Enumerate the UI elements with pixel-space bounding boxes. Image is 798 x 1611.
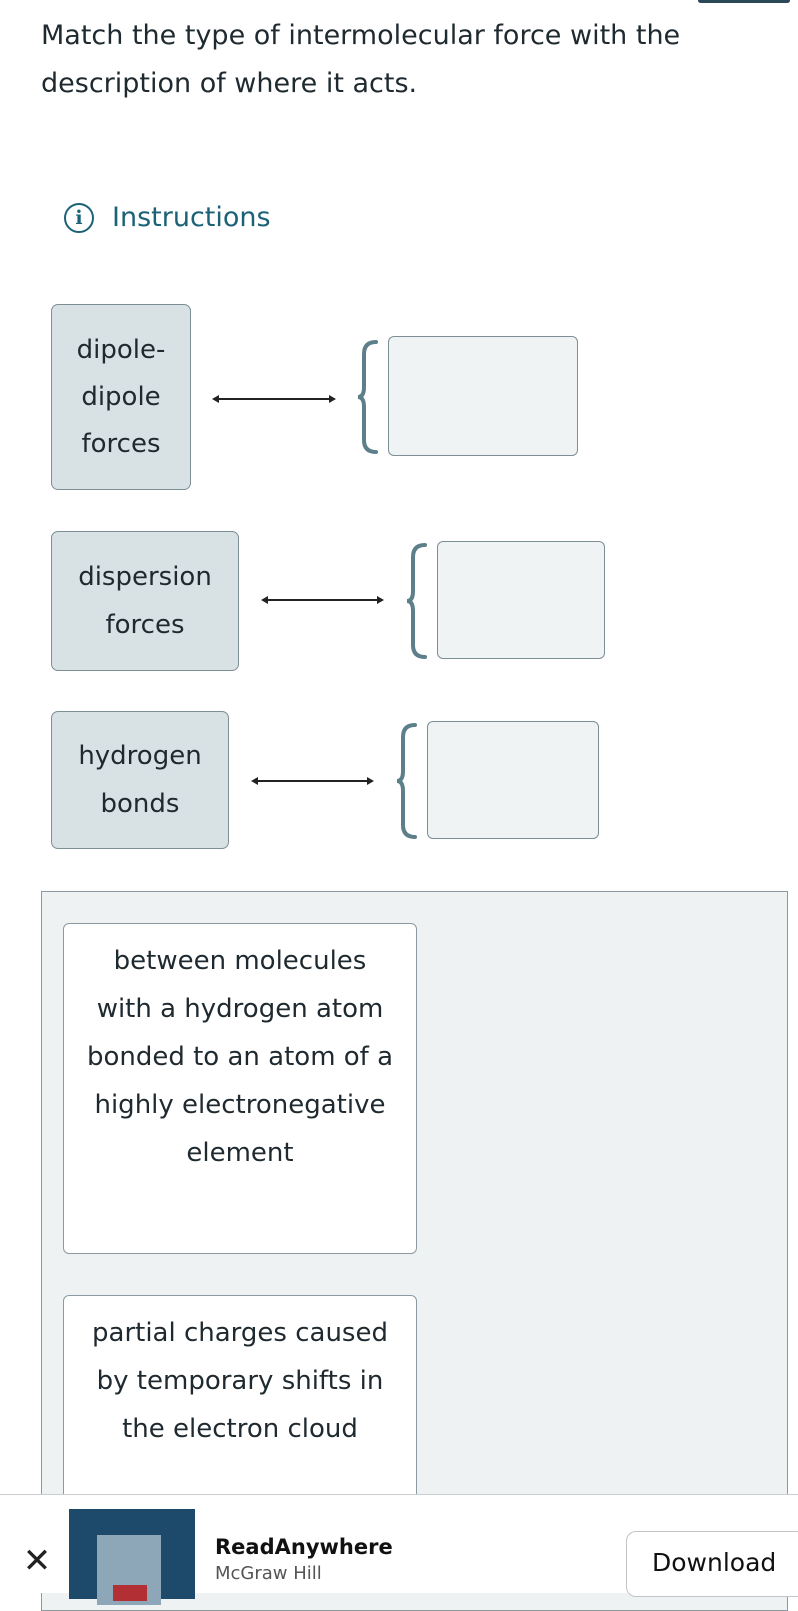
brace-icon [406,543,427,659]
app-thumbnail [69,1509,195,1605]
card-text: partial charges caused by temporary shif… [92,1318,388,1444]
match-connector [212,393,336,405]
term-hydrogen-bonds[interactable]: hydrogen bonds [51,711,229,849]
ad-title: ReadAnywhere [215,1535,393,1559]
term-dispersion[interactable]: dispersion forces [51,531,239,671]
answer-card-dispersion-description[interactable]: partial charges caused by temporary shif… [63,1295,417,1531]
instructions-label: Instructions [112,202,271,233]
answer-card-hydrogen-description[interactable]: between molecules with a hydrogen atom b… [63,923,417,1254]
question-prompt: Match the type of intermolecular force w… [41,20,681,99]
term-label: dispersion forces [78,562,212,640]
brace-icon [357,340,378,454]
card-text: between molecules with a hydrogen atom b… [86,946,394,1168]
term-label: dipole-dipole forces [76,334,166,459]
drop-target-3[interactable] [427,721,599,839]
close-icon[interactable]: ✕ [22,1541,52,1581]
term-label: hydrogen bonds [78,741,202,819]
ad-subtitle: McGraw Hill [215,1563,322,1584]
instructions-link[interactable]: i Instructions [64,202,271,233]
match-connector [261,594,384,606]
ad-banner: ✕ ReadAnywhere McGraw Hill Download [0,1494,798,1605]
top-edge-line [698,0,790,3]
download-button[interactable]: Download [626,1531,798,1597]
term-dipole-dipole[interactable]: dipole-dipole forces [51,304,191,490]
info-icon: i [64,202,94,233]
drop-target-2[interactable] [437,541,605,659]
brace-icon [396,723,417,839]
drop-target-1[interactable] [388,336,578,456]
match-connector [251,775,374,787]
